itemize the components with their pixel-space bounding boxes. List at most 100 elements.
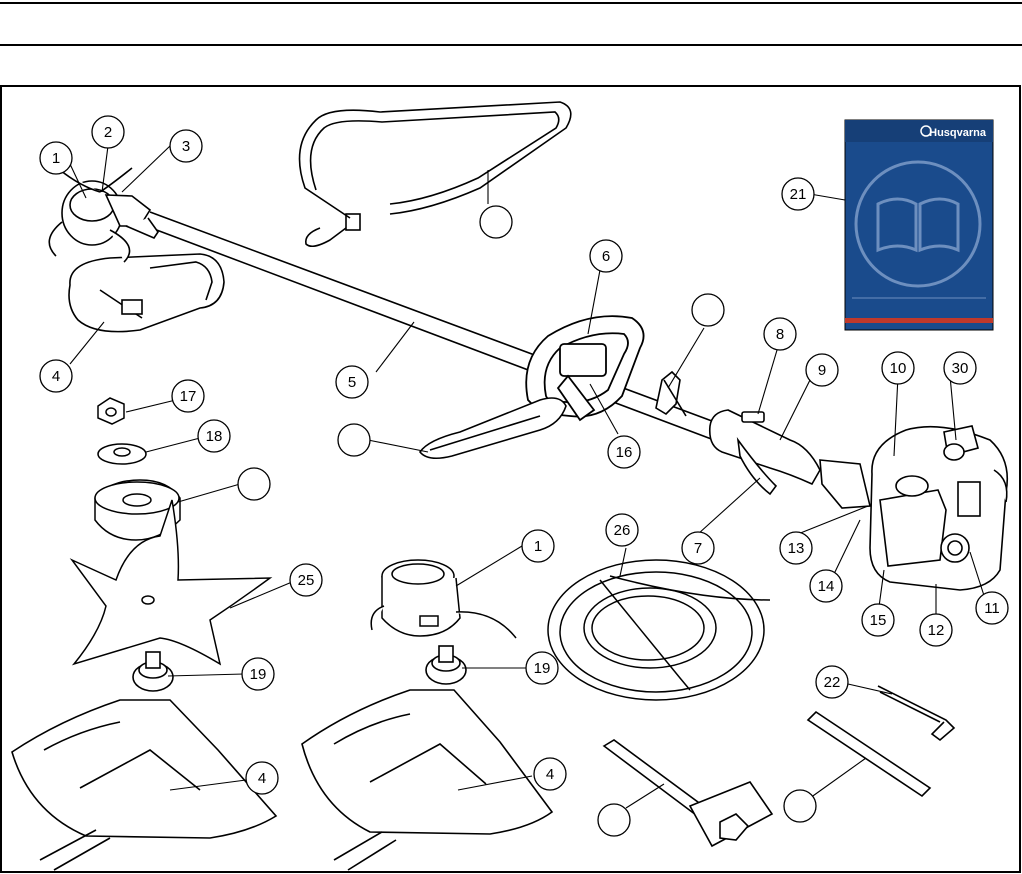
- callout-label: 4: [52, 368, 60, 385]
- callout-c14: 14: [809, 569, 843, 603]
- callout-circle: [763, 317, 797, 351]
- guard-left: [11, 651, 278, 871]
- callout-c25: 25: [289, 563, 323, 597]
- callout-circle: [943, 351, 977, 385]
- callout-circle: [681, 531, 715, 565]
- callout-c22: 22: [815, 665, 849, 699]
- callout-circle: [169, 129, 203, 163]
- callout-circle: [171, 379, 205, 413]
- callout-c2: 2: [91, 115, 125, 149]
- callout-c15: 15: [861, 603, 895, 637]
- callout-label: 6: [602, 248, 610, 265]
- callout-label: 11: [984, 600, 1000, 617]
- callout-label: 4: [258, 770, 266, 787]
- callout-label: 22: [824, 674, 841, 691]
- throttle-handle: [708, 409, 871, 509]
- callout-label: 2: [104, 124, 112, 141]
- callout-circle: [533, 757, 567, 791]
- header-rule-top: [0, 2, 1022, 4]
- callout-blank-rod: [783, 789, 817, 823]
- callout-label: 4: [546, 766, 554, 783]
- callout-circle: [605, 513, 639, 547]
- callout-circle: [521, 529, 555, 563]
- callout-c10: 10: [881, 351, 915, 385]
- callout-label: 3: [182, 138, 190, 155]
- callout-label: 10: [890, 360, 907, 377]
- callout-c17: 17: [171, 379, 205, 413]
- callout-circle: [289, 563, 323, 597]
- callout-circle: [815, 665, 849, 699]
- callout-label: 30: [952, 360, 969, 377]
- shoulder-strap: [298, 101, 572, 248]
- callout-label: 12: [928, 622, 945, 639]
- diagram-frame: [0, 85, 1021, 873]
- callout-label: 17: [180, 388, 197, 405]
- callout-circle: [91, 115, 125, 149]
- callout-label: 14: [818, 578, 835, 595]
- callout-label: 8: [776, 326, 784, 343]
- callout-label: 16: [616, 444, 633, 461]
- callout-c6: 6: [589, 239, 623, 273]
- callout-circle: [781, 177, 815, 211]
- callout-blank-clip: [691, 293, 725, 327]
- callout-c5: 5: [335, 365, 369, 399]
- callout-circle: [237, 467, 271, 501]
- hex-key: [877, 685, 956, 742]
- callout-label: 25: [298, 572, 315, 589]
- harness-support: [419, 397, 567, 460]
- header-rule-bottom: [0, 44, 1022, 46]
- callout-c7: 7: [681, 531, 715, 565]
- loop-handle: [525, 315, 645, 422]
- callout-circle: [589, 239, 623, 273]
- callout-c9: 9: [805, 353, 839, 387]
- grass-blade: [69, 499, 273, 666]
- callout-c19b: 19: [525, 651, 559, 685]
- callout-label: 19: [250, 666, 267, 683]
- callout-label: 1: [52, 150, 60, 167]
- callout-circle: [479, 205, 513, 239]
- callout-label: 5: [348, 374, 356, 391]
- callout-label: 19: [534, 660, 551, 677]
- callout-circle: [597, 803, 631, 837]
- callout-label: 9: [818, 362, 826, 379]
- callout-c26: 26: [605, 513, 639, 547]
- callout-circle: [919, 613, 953, 647]
- callout-circle: [881, 351, 915, 385]
- trimmer-head-assembly: [48, 167, 225, 333]
- callout-blank-wrench: [597, 803, 631, 837]
- callout-c18: 18: [197, 419, 231, 453]
- callout-circle: [861, 603, 895, 637]
- callout-c11: 11: [975, 591, 1009, 625]
- callout-c4c: 4: [533, 757, 567, 791]
- callout-circle: [783, 789, 817, 823]
- callout-label: 7: [694, 540, 702, 557]
- callout-circle: [39, 141, 73, 175]
- callout-blank-harness: [337, 423, 371, 457]
- callout-c8: 8: [763, 317, 797, 351]
- locking-rod: [806, 710, 932, 798]
- callout-c1b: 1: [521, 529, 555, 563]
- callout-c12: 12: [919, 613, 953, 647]
- callout-circle: [197, 419, 231, 453]
- callout-circle: [335, 365, 369, 399]
- manual-brand-text: Husqvarna: [929, 127, 987, 139]
- callout-circle: [975, 591, 1009, 625]
- callout-label: 13: [788, 540, 805, 557]
- callout-circle: [39, 359, 73, 393]
- leader-lines: [69, 145, 989, 809]
- combination-wrench: [602, 739, 774, 848]
- callout-blank-cup: [237, 467, 271, 501]
- callout-c3: 3: [169, 129, 203, 163]
- callout-circle: [607, 435, 641, 469]
- callout-label: 15: [870, 612, 887, 629]
- callout-circle: [337, 423, 371, 457]
- callout-c21: 21: [781, 177, 815, 211]
- callout-c30: 30: [943, 351, 977, 385]
- callout-circle: [809, 569, 843, 603]
- callout-circle: [691, 293, 725, 327]
- callout-blank-strap: [479, 205, 513, 239]
- callout-label: 21: [790, 186, 807, 203]
- blade-fastening-parts: [94, 397, 181, 541]
- engine-unit: [869, 425, 1009, 591]
